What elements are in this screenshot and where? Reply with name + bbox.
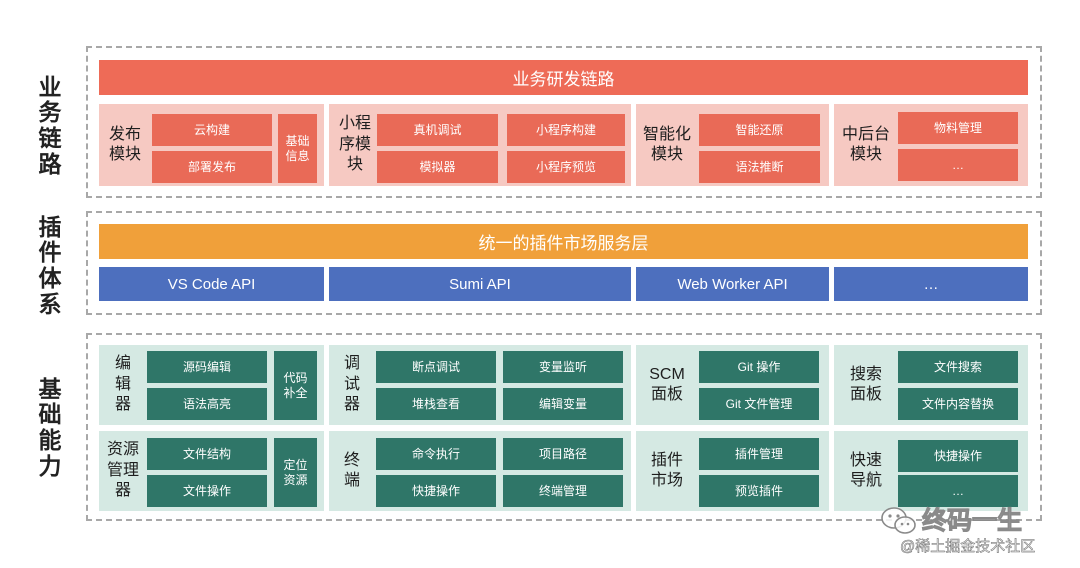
file-operation-box: 文件操作 [147,475,267,507]
terminal-manage-box: 终端管理 [503,475,623,507]
deploy-publish-box: 部署发布 [152,151,272,183]
base-frame [86,333,1042,521]
watermark-sub: @稀土掘金技术社区 [900,538,1036,556]
variable-watch-box: 变量监听 [503,351,623,383]
smart-module-label: 智能化 模块 [642,125,691,163]
middle-module-label: 中后台 模块 [841,125,890,163]
syntax-inference-box: 语法推断 [699,151,820,183]
plugin-market-header: 统一的插件市场服务层 [99,224,1028,259]
cloud-build-box: 云构建 [152,114,272,146]
plugin-market-label: 插件 市场 [650,451,683,489]
command-exec-box: 命令执行 [376,438,496,470]
editor-label: 编 辑 器 [114,355,131,414]
publish-module-label: 发布 模块 [108,125,141,163]
edit-variable-box: 编辑变量 [503,388,623,420]
business-frame [86,46,1042,198]
git-file-manage-box: Git 文件管理 [699,388,819,420]
git-operation-box: Git 操作 [699,351,819,383]
file-content-replace-box: 文件内容替换 [898,388,1018,420]
middle-more-box: … [898,149,1018,181]
terminal-label: 终 端 [343,451,360,489]
stack-view-box: 堆栈查看 [376,388,496,420]
miniapp-preview-box: 小程序预览 [507,151,625,183]
sumi-api-bar: Sumi API [329,267,631,301]
plugin-frame [86,211,1042,315]
preview-plugin-box: 预览插件 [699,475,819,507]
search-label: 搜索 面板 [849,365,882,403]
syntax-highlight-box: 语法高亮 [147,388,267,420]
breakpoint-debug-box: 断点调试 [376,351,496,383]
side-label-base: 基 础 能 力 [38,375,62,479]
file-search-box: 文件搜索 [898,351,1018,383]
source-edit-box: 源码编辑 [147,351,267,383]
watermark-title: 终码一生 [922,507,1023,536]
miniapp-module-label: 小程 序模 块 [338,115,371,174]
terminal-shortcut-box: 快捷操作 [376,475,496,507]
side-label-business: 业 务 链 路 [38,73,62,177]
code-completion-box: 代码 补全 [274,351,317,420]
miniapp-build-box: 小程序构建 [507,114,625,146]
material-manage-box: 物料管理 [898,112,1018,144]
device-debug-box: 真机调试 [377,114,498,146]
debugger-label: 调 试 器 [343,355,360,414]
locate-resource-box: 定位 资源 [274,438,317,507]
web-worker-api-bar: Web Worker API [636,267,829,301]
simulator-box: 模拟器 [377,151,498,183]
vscode-api-bar: VS Code API [99,267,324,301]
resource-manager-label: 资源 管理 器 [106,441,139,500]
quicknav-more-box: … [898,475,1018,507]
scm-label: SCM 面板 [649,365,685,403]
api-more-bar: … [834,267,1028,301]
quicknav-label: 快速 导航 [849,451,882,489]
business-header: 业务研发链路 [99,60,1028,95]
quick-operation-box: 快捷操作 [898,440,1018,472]
plugin-manage-box: 插件管理 [699,438,819,470]
file-structure-box: 文件结构 [147,438,267,470]
side-label-plugin: 插 件 体 系 [38,213,62,317]
smart-restore-box: 智能还原 [699,114,820,146]
project-path-box: 项目路径 [503,438,623,470]
wechat-icon [880,506,918,536]
basic-info-box: 基础 信息 [278,114,317,183]
